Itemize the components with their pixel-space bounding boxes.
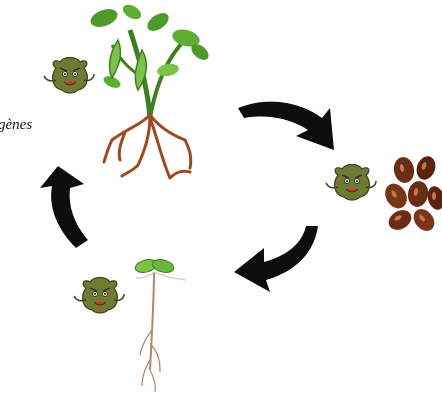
- bean-seeds-icon: [381, 154, 442, 235]
- cycle-arrows: [40, 102, 334, 292]
- gene-character-icon: [44, 58, 94, 94]
- partial-label-genes: gènes: [0, 118, 32, 133]
- gene-character-icon: [74, 278, 124, 314]
- gene-character-icon: [326, 165, 376, 201]
- mature-plant-icon: [88, 2, 211, 178]
- cycle-arrow-icon: [238, 102, 334, 150]
- seedling-icon: [134, 257, 186, 392]
- cycle-arrow-icon: [40, 166, 88, 248]
- cycle-arrow-icon: [234, 226, 318, 292]
